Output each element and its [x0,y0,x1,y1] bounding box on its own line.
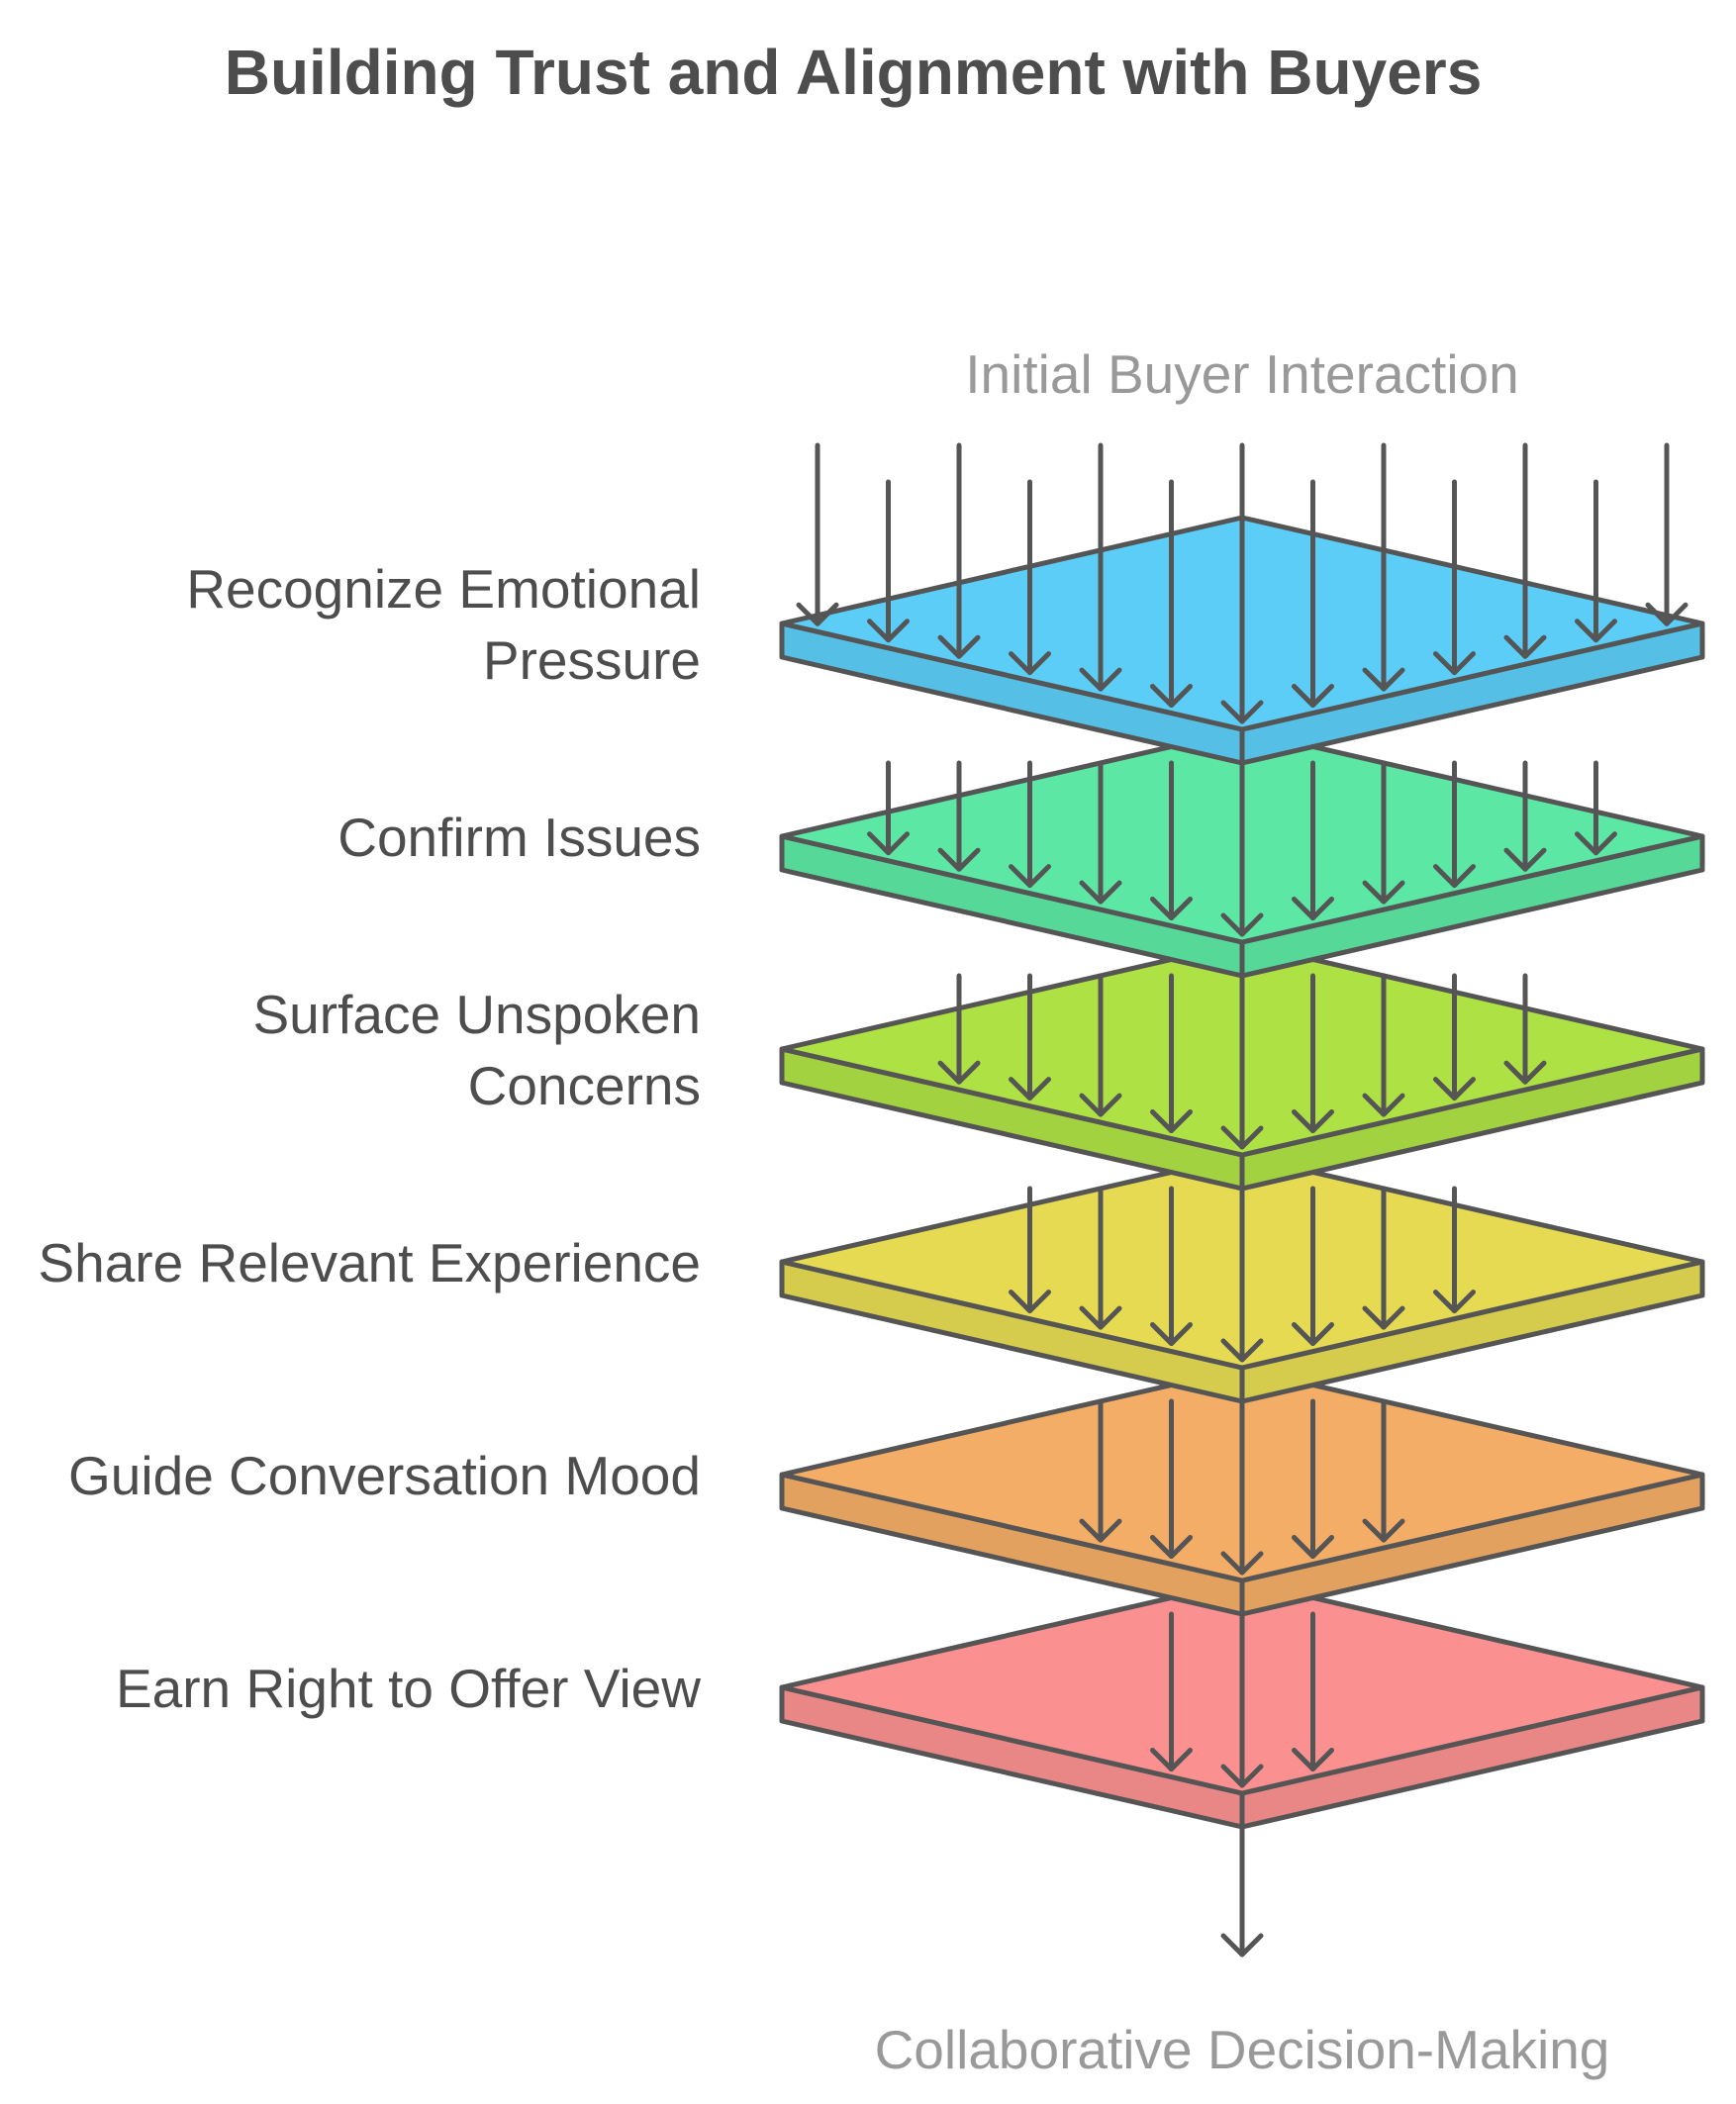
layer-label-recognize: Pressure [483,629,701,691]
flow-arrow [1292,1611,1334,1772]
flow-arrow [1503,442,1547,659]
flow-arrow [1292,973,1334,1134]
flow-arrow [1575,760,1617,856]
flow-arrow [867,760,910,856]
flow-arrow [1079,1186,1122,1330]
flow-arrow [1009,973,1051,1101]
flow-arrow [1575,479,1617,643]
layer-confirm: Confirm Issues [338,727,1705,979]
flow-arrow [1362,442,1405,692]
flow-arrow [1009,760,1051,889]
flow-arrow [1150,760,1193,921]
layer-label-earn: Earn Right to Offer View [116,1658,701,1719]
layer-guide: Guide Conversation Mood [68,1366,1705,1617]
flow-arrow [1292,479,1334,709]
layers-group: Earn Right to Offer View Guide Conversati… [38,442,1705,1958]
flow-arrow [1150,1611,1193,1772]
layer-label-guide: Guide Conversation Mood [68,1445,701,1506]
flow-arrow [1150,1398,1193,1560]
flow-arrow [1150,973,1193,1134]
flow-arrow [1220,1186,1264,1363]
flow-arrow [1079,442,1122,692]
flow-arrow [1079,1398,1122,1543]
flow-arrow [1079,973,1122,1117]
flow-arrow [1292,1186,1334,1347]
flow-arrow [1362,1398,1405,1543]
flow-arrow [1645,442,1688,626]
flow-arrow [1362,1186,1405,1330]
flow-arrow [1433,973,1476,1101]
layer-label-recognize: Recognize Emotional [186,558,701,620]
layer-label-surface: Concerns [468,1055,701,1116]
flow-arrow [1220,442,1264,724]
flow-arrow [1503,760,1547,872]
flow-arrow [1433,1186,1476,1314]
output-arrow [1220,1824,1264,1958]
flow-arrow [1009,479,1051,676]
layer-label-share: Share Relevant Experience [38,1232,701,1293]
flow-arrow [1220,1611,1264,1788]
flow-arrow [1009,1186,1051,1314]
flow-arrow [1220,760,1264,937]
flow-arrow [1362,973,1405,1117]
flow-arrow [1433,479,1476,676]
flow-arrow [796,442,839,626]
flow-arrow [1150,1186,1193,1347]
flow-arrow [1292,1398,1334,1560]
input-label: Initial Buyer Interaction [965,343,1518,405]
flow-arrow [1220,973,1264,1150]
output-label: Collaborative Decision-Making [875,2019,1610,2080]
flow-arrow [1503,973,1547,1085]
flow-arrow [1079,760,1122,905]
flow-arrow [1292,760,1334,921]
flow-arrow [937,442,981,659]
layer-earn: Earn Right to Offer View [116,1578,1705,1830]
flow-arrow [937,760,981,872]
layer-label-confirm: Confirm Issues [338,807,701,868]
flow-arrow [1150,479,1193,709]
flow-arrow [1433,760,1476,889]
diagram-title: Building Trust and Alignment with Buyers [225,37,1483,108]
flow-arrow [937,973,981,1085]
layer-label-surface: Surface Unspoken [253,984,702,1045]
flow-arrow [867,479,910,643]
flow-arrow [1220,1398,1264,1576]
flow-arrow [1362,760,1405,905]
